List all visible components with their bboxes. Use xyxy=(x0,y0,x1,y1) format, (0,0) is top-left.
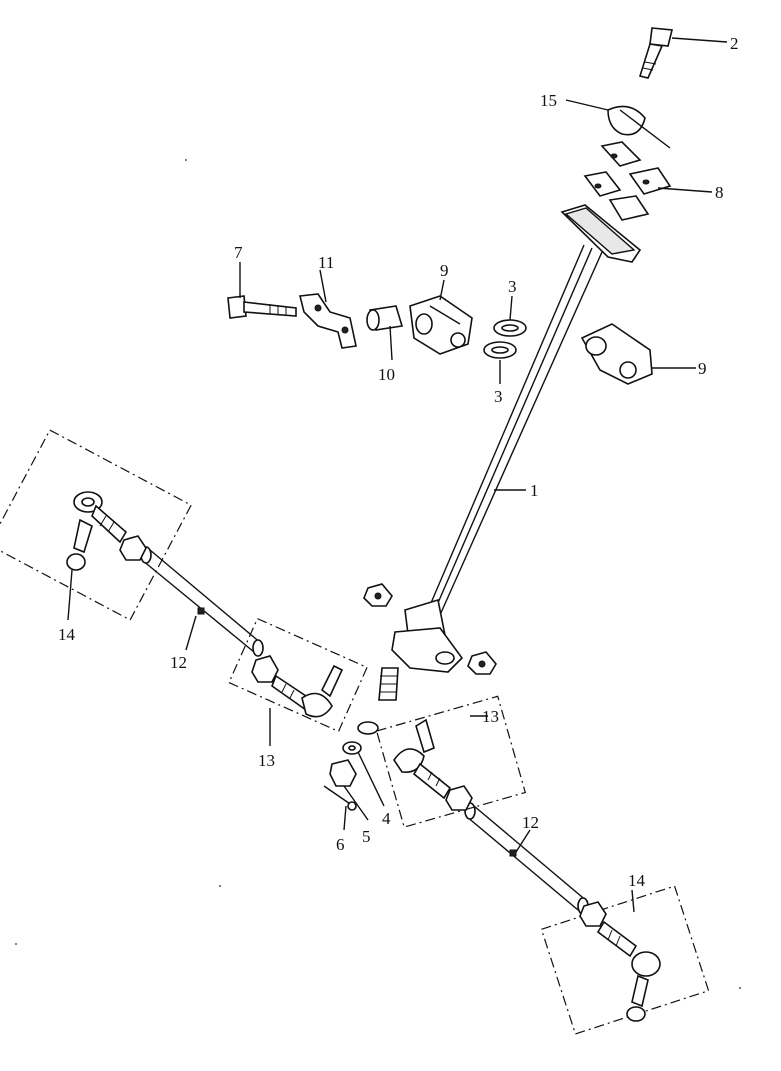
callout-14-right: 14 xyxy=(628,871,646,890)
rod-end-13-right xyxy=(375,695,527,828)
washer-4 xyxy=(342,741,362,755)
holder-9-right xyxy=(580,323,653,385)
callout-13-right: 13 xyxy=(482,707,499,726)
cap-15 xyxy=(607,105,671,149)
callout-6: 6 xyxy=(336,835,345,854)
cotter-pin-6 xyxy=(323,785,357,811)
callout-13-left: 13 xyxy=(258,751,275,770)
nuts-arm xyxy=(363,583,497,675)
tie-rod-12-left xyxy=(140,546,264,657)
collar-10 xyxy=(366,305,404,331)
bolt-7 xyxy=(227,295,297,319)
callout-labels: 2 15 8 7 11 9 3 10 3 9 1 14 12 13 13 4 5… xyxy=(58,34,739,890)
lock-washers-3 xyxy=(483,319,527,359)
scan-specks xyxy=(15,159,741,989)
rod-end-13-left xyxy=(228,617,368,733)
callout-2: 2 xyxy=(730,34,739,53)
castle-nut-5 xyxy=(329,759,357,787)
callout-8: 8 xyxy=(715,183,724,202)
callout-12-right: 12 xyxy=(522,813,539,832)
steering-shaft xyxy=(357,204,642,735)
callout-12-left: 12 xyxy=(170,653,187,672)
callout-10: 10 xyxy=(378,365,395,384)
leader-lines xyxy=(67,37,728,913)
callout-11: 11 xyxy=(318,253,334,272)
callout-5: 5 xyxy=(362,827,371,846)
callout-9-right: 9 xyxy=(698,359,707,378)
callout-3-lower: 3 xyxy=(494,387,503,406)
holder-9-left xyxy=(409,295,473,355)
tie-rod-12-right xyxy=(464,802,589,915)
callout-15: 15 xyxy=(540,91,557,110)
rod-end-14-right xyxy=(540,885,710,1035)
callout-3-upper: 3 xyxy=(508,277,517,296)
rod-end-14-left xyxy=(0,429,192,621)
callout-9-left: 9 xyxy=(440,261,449,280)
bolt-2 xyxy=(638,27,674,79)
callout-1: 1 xyxy=(530,481,539,500)
plate-11 xyxy=(299,293,357,349)
callout-7: 7 xyxy=(234,243,243,262)
callout-14-left: 14 xyxy=(58,625,76,644)
bushing-blocks-8 xyxy=(583,141,672,221)
callout-4: 4 xyxy=(382,809,391,828)
